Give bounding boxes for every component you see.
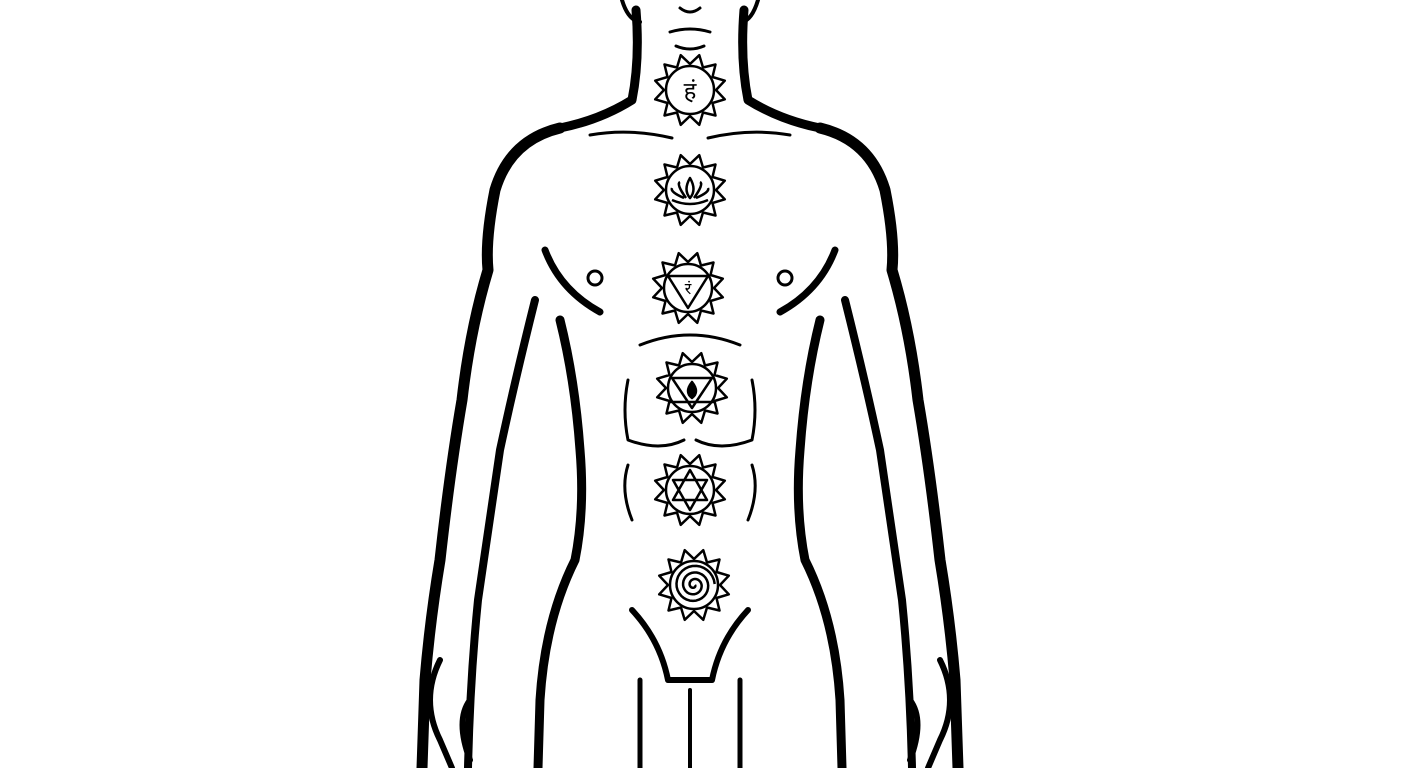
triangle-icon (668, 376, 716, 410)
chakra-ring (662, 262, 714, 314)
petals (657, 548, 731, 622)
chakra-base (657, 548, 731, 622)
nipples (586, 269, 794, 287)
chakra-throat: हं (653, 53, 727, 127)
abdomen-lines (623, 333, 757, 768)
hands (427, 657, 953, 768)
drop-icon (686, 380, 698, 400)
left-side-outline (416, 122, 604, 768)
spiral-icon (675, 564, 716, 603)
chakra-ring (666, 362, 718, 414)
right-side-outline (776, 122, 964, 768)
petals (653, 153, 727, 227)
neck (555, 5, 825, 133)
chakra-ring (668, 559, 720, 611)
head (620, 0, 760, 51)
triangle-icon (666, 274, 710, 310)
petals (653, 53, 727, 127)
chakra-column: हं रं (651, 53, 731, 622)
chakra-sacral (655, 351, 729, 425)
chakra-glyph: हं (684, 77, 698, 105)
petals (651, 251, 725, 325)
chakra-root-star (653, 453, 727, 527)
chakra-ring (664, 64, 716, 116)
hexagram-icon (671, 468, 709, 512)
lotus-icon (670, 176, 710, 206)
chakra-glyph: रं (685, 279, 692, 298)
petals (653, 453, 727, 527)
chakra-solar-plexus: रं (651, 251, 725, 325)
chakra-ring (664, 464, 716, 516)
petals (655, 351, 729, 425)
clavicles (588, 130, 792, 140)
chakra-ring (664, 164, 716, 216)
chakra-heart (653, 153, 727, 227)
